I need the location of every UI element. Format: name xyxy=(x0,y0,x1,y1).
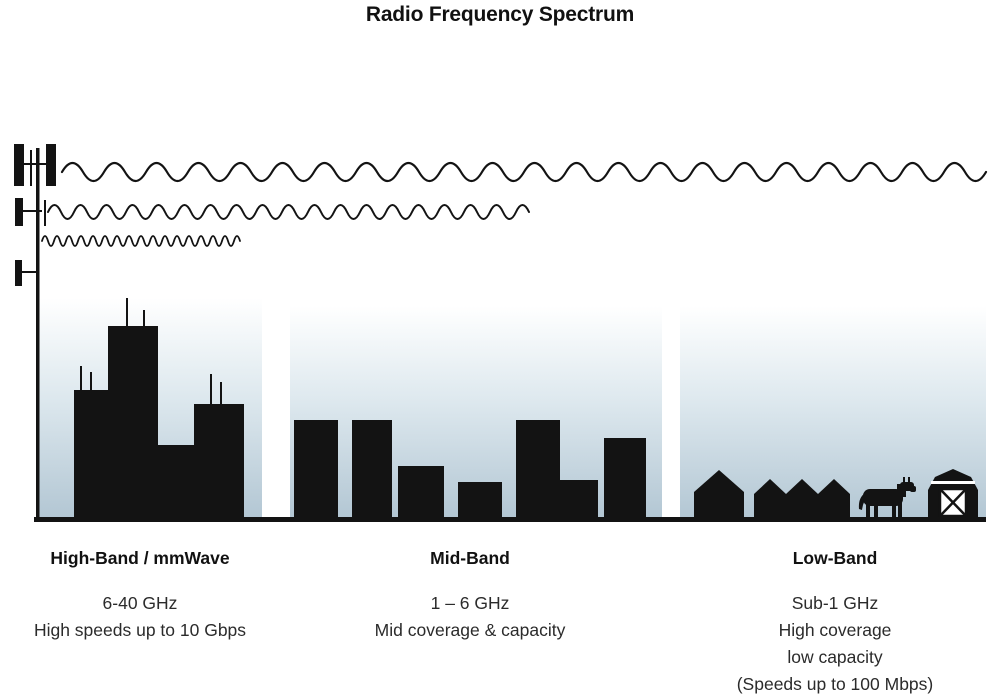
lowband-frequency-range: Sub-1 GHz xyxy=(791,593,879,613)
midband-description: 1 – 6 GHz Mid coverage & capacity xyxy=(340,590,600,644)
skyscrapers-icon xyxy=(74,298,244,520)
highband-label: High-Band / mmWave xyxy=(50,548,230,568)
midband-label: Mid-Band xyxy=(430,548,510,568)
highband-speed-note: High speeds up to 10 Gbps xyxy=(33,620,247,640)
ground-line xyxy=(34,517,986,522)
highband-description: 6-40 GHz High speeds up to 10 Gbps xyxy=(10,590,270,644)
high-frequency-wave-icon xyxy=(41,235,241,247)
houses-icon xyxy=(694,470,850,520)
midrise-buildings-icon xyxy=(294,420,646,520)
midband-frequency-range: 1 – 6 GHz xyxy=(430,593,510,613)
spectrum-diagram xyxy=(14,144,988,522)
page-title: Radio Frequency Spectrum xyxy=(365,3,635,26)
low-frequency-wave-icon xyxy=(60,161,988,183)
cell-tower-icon xyxy=(14,144,56,520)
lowband-coverage-note: High coverage xyxy=(778,620,892,640)
barn-icon xyxy=(928,469,978,520)
lowband-description: Sub-1 GHz High coverage low capacity (Sp… xyxy=(705,590,965,698)
lowband-speed-note: (Speeds up to 100 Mbps) xyxy=(736,674,934,694)
cow-icon xyxy=(858,477,916,518)
lowband-label: Low-Band xyxy=(792,548,878,568)
highband-frequency-range: 6-40 GHz xyxy=(102,593,178,613)
mid-frequency-wave-icon xyxy=(47,204,530,220)
midband-coverage-note: Mid coverage & capacity xyxy=(374,620,566,640)
lowband-capacity-note: low capacity xyxy=(787,647,883,667)
